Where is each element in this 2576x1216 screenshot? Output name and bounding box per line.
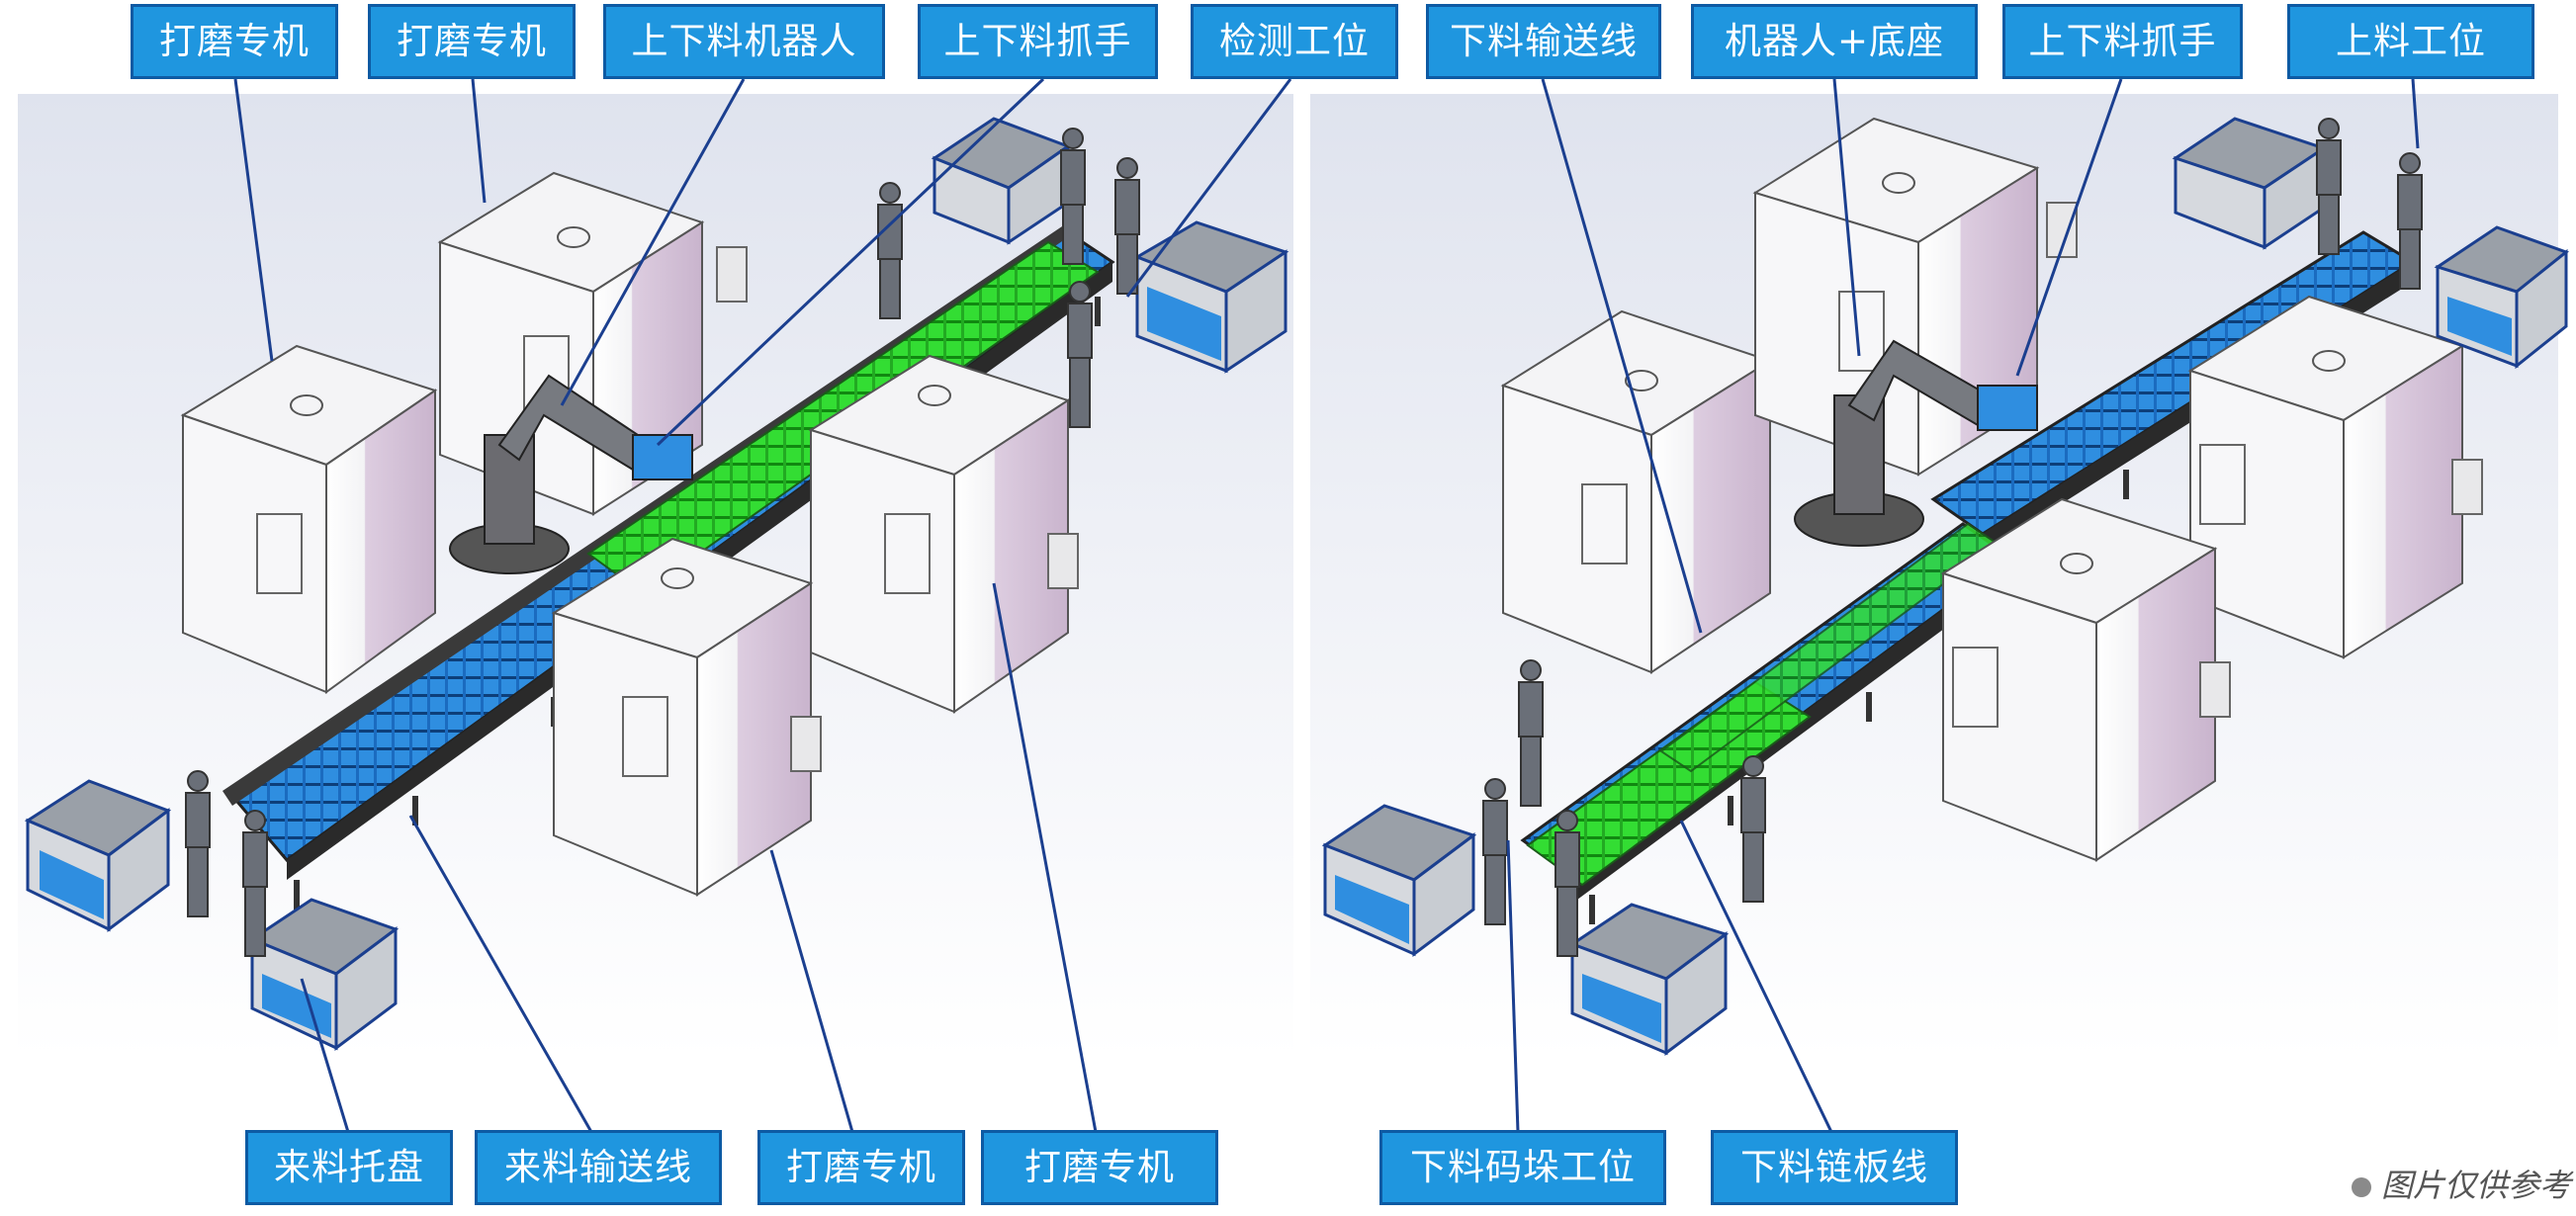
callout-grinding-machine: 打磨专机 (368, 4, 576, 79)
robot-with-base (1794, 339, 2038, 547)
outgoing-conveyor-frame (1577, 559, 2012, 900)
grinding-machine-1 (180, 344, 438, 694)
callout-loading-gripper: 上下料抓手 (918, 4, 1158, 79)
right-layout (1321, 117, 2570, 1056)
loading-robot (449, 374, 693, 574)
grinding-machine-8 (1940, 497, 2231, 862)
callout-loading-robot: 上下料机器人 (603, 4, 885, 79)
callout-grinding-machine: 打磨专机 (757, 1130, 965, 1205)
callout-robot-base: 机器人+底座 (1691, 4, 1978, 79)
reference-note-text: 图片仅供参考 (2380, 1167, 2571, 1204)
grinding-machine-5 (1500, 309, 1773, 674)
callout-inspection-station: 检测工位 (1191, 4, 1398, 79)
callout-incoming-tray: 来料托盘 (245, 1130, 453, 1205)
grinding-machine-3 (808, 354, 1079, 714)
bullet-dot-icon (2351, 1177, 2371, 1197)
callout-outgoing-conveyor: 下料输送线 (1426, 4, 1661, 79)
workers-right (1482, 118, 2423, 957)
left-layout (24, 117, 1289, 1051)
callout-unloading-chain-conveyor: 下料链板线 (1711, 1130, 1958, 1205)
callout-grinding-machine: 打磨专机 (981, 1130, 1218, 1205)
grinding-machine-4 (551, 537, 822, 897)
reference-note: 图片仅供参考 (2351, 1161, 2571, 1206)
callout-grinding-machine: 打磨专机 (131, 4, 338, 79)
callout-loading-gripper: 上下料抓手 (2002, 4, 2243, 79)
callout-unloading-stacking-station: 下料码垛工位 (1379, 1130, 1666, 1205)
callout-incoming-conveyor: 来料输送线 (475, 1130, 722, 1205)
callout-loading-station: 上料工位 (2287, 4, 2534, 79)
grinding-machine-7 (2187, 295, 2483, 659)
